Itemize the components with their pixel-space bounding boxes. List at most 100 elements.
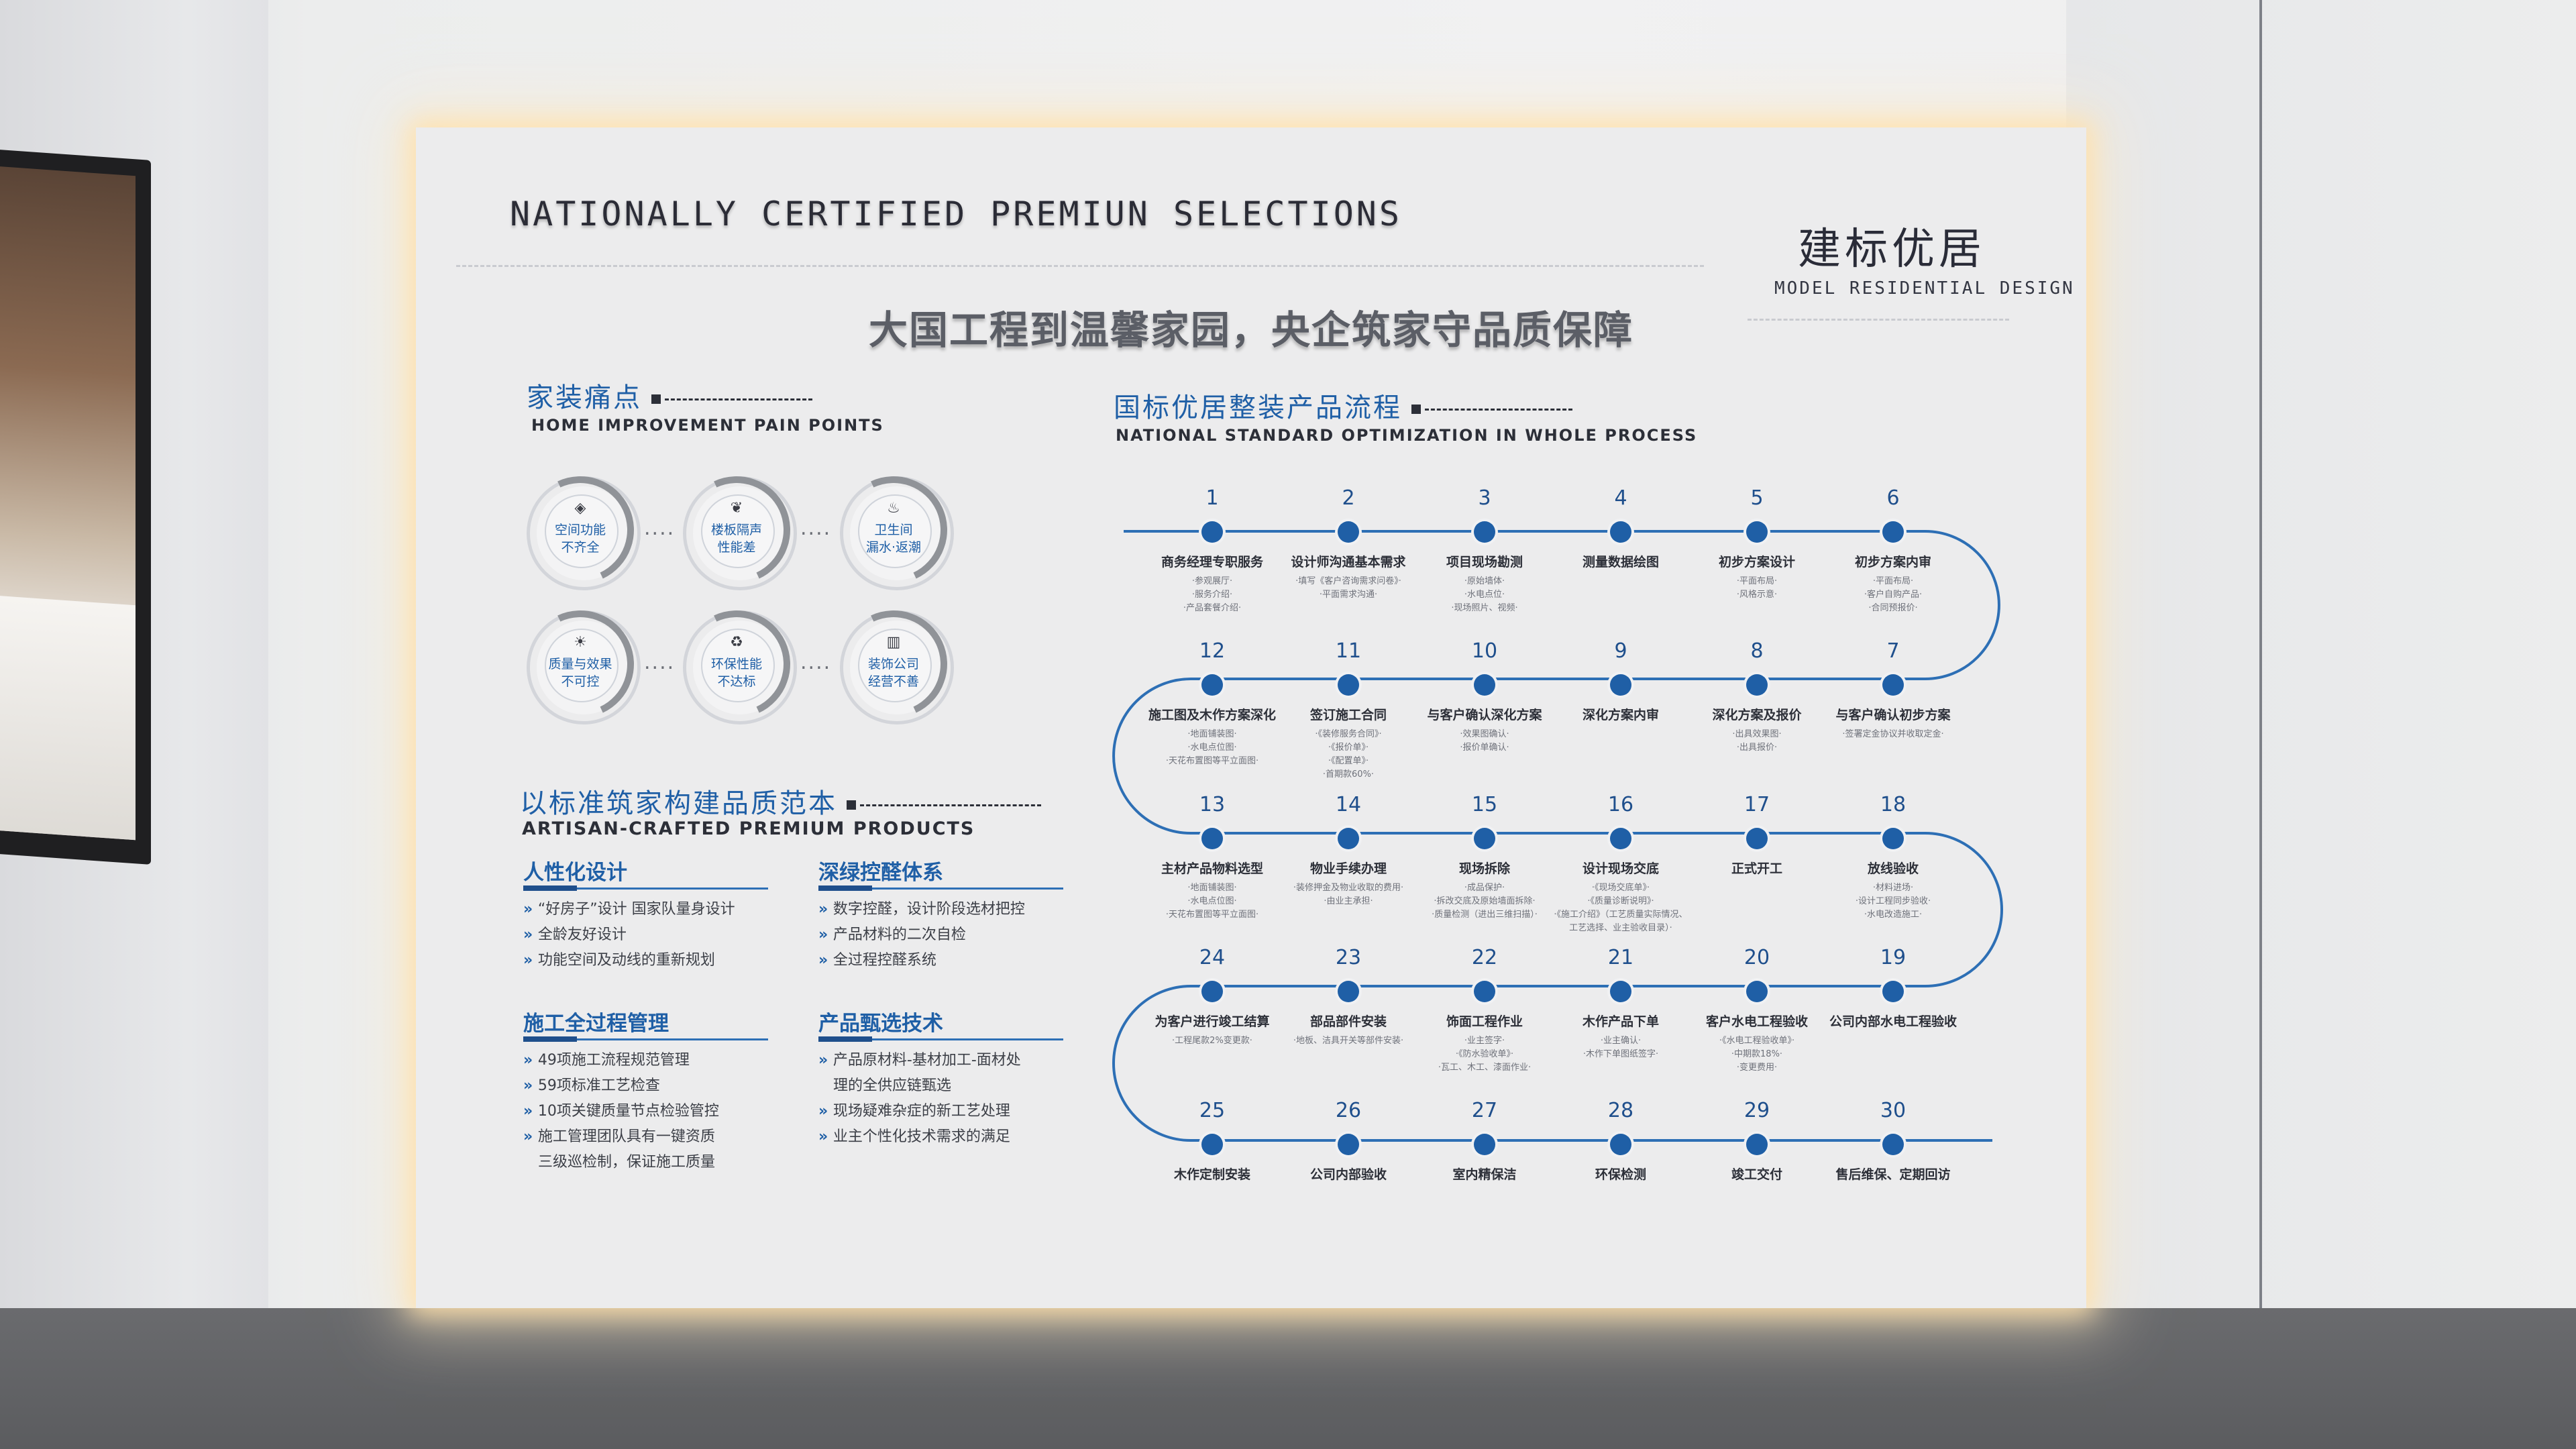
step-number: 26 — [1335, 1099, 1362, 1122]
pain-point: ◈空间功能不齐全 — [511, 461, 649, 599]
pain-point: ▥装饰公司经营不善 — [824, 595, 963, 733]
step-dot — [1201, 1134, 1223, 1155]
pain-section-title: 家装痛点 — [527, 376, 812, 415]
pain-label-line1: 卫生间 — [874, 523, 913, 537]
step-dot — [1746, 828, 1768, 849]
step-details: ·《现场交底单》··《质量诊断说明》··《施工介绍》（工艺质量实际情况、工艺选择… — [1527, 881, 1715, 935]
step-number: 22 — [1471, 946, 1498, 969]
pain-connector-dots: .... — [800, 517, 832, 540]
step-name: 施工图及木作方案深化 — [1148, 708, 1276, 722]
step-detail-line: ·拆改交底及原始墙面拆除· — [1434, 896, 1536, 906]
step-details: ·填写《客户咨询需求问卷》··平面需求沟通· — [1254, 575, 1442, 602]
pain-label-line2: 不可控 — [561, 674, 600, 689]
process-section-title: 国标优居整装产品流程 — [1114, 386, 1572, 425]
pain-label-line1: 环保性能 — [710, 657, 762, 672]
inner-ring — [545, 629, 619, 702]
pain-connector-dots: .... — [800, 651, 832, 674]
step-detail-line: ·木作下单图纸签字· — [1582, 1049, 1659, 1059]
step-dot — [1474, 828, 1495, 849]
step-name: 饰面工程作业 — [1446, 1014, 1523, 1029]
step-name: 签订施工合同 — [1309, 708, 1387, 722]
pain-section-subtitle: HOME IMPROVEMENT PAIN POINTS — [531, 416, 884, 435]
step-detail-line: ·客户自购产品· — [1864, 590, 1923, 600]
inner-ring — [701, 494, 775, 568]
step-detail-line: ·设计工程同步验收· — [1855, 896, 1931, 906]
leaf-icon: ❦ — [730, 500, 743, 517]
step-name: 环保检测 — [1595, 1167, 1646, 1182]
step-dot — [1610, 828, 1631, 849]
step-detail-line: ·效果图确认· — [1460, 729, 1509, 739]
step-details: ·装修押金及物业收取的费用··由业主承担· — [1254, 881, 1442, 908]
pain-label: 卫生间漏水·返潮 — [843, 521, 944, 556]
step-dot — [1338, 521, 1359, 543]
step-details: ·《水电工程验收单》··中期款18%··变更费用· — [1663, 1034, 1851, 1075]
step-number: 15 — [1471, 793, 1498, 816]
pain-label: 环保性能不达标 — [686, 655, 787, 690]
step-number: 13 — [1199, 793, 1226, 816]
step-details: ·平面布局··客户自购产品··合同预报价· — [1799, 575, 1987, 615]
feature-item: 59项标准工艺检查 — [523, 1073, 719, 1099]
step-name: 主材产品物料选型 — [1161, 861, 1263, 876]
feature-title: 深绿控醛体系 — [818, 861, 943, 885]
step-name: 深化方案内审 — [1582, 708, 1659, 722]
step-detail-line: ·水电点位图· — [1187, 743, 1237, 753]
step-name: 放线验收 — [1867, 861, 1919, 876]
step-detail-line: ·质量检测（进出三维扫描）· — [1432, 910, 1538, 920]
pain-label: 楼板隔声性能差 — [686, 521, 787, 556]
step-details: ·效果图确认· ·报价单确认· — [1391, 728, 1578, 755]
step-details: ·《装修服务合同》··《报价单》··《配置单》··首期款60%· — [1254, 728, 1442, 782]
step-name: 客户水电工程验收 — [1705, 1014, 1808, 1029]
feature-item: 功能空间及动线的重新规划 — [523, 948, 735, 973]
pain-title-text: 家装痛点 — [527, 382, 642, 413]
step-name: 设计现场交底 — [1582, 861, 1659, 876]
step-detail-line: ·《现场交底单》· — [1591, 883, 1650, 893]
feature-item: 全龄友好设计 — [523, 922, 735, 948]
title-divider — [456, 265, 1704, 267]
step-name: 与客户确认初步方案 — [1835, 708, 1951, 722]
step-detail-line: ·平面布局· — [1736, 576, 1778, 586]
step-details: ·地面铺装图··水电点位图··天花布置图等平立面图· — [1118, 728, 1306, 768]
step-number: 6 — [1886, 486, 1900, 510]
pain-label-line2: 性能差 — [717, 540, 756, 555]
step-name: 竣工交付 — [1731, 1167, 1782, 1182]
pain-label-line2: 经营不善 — [867, 674, 919, 689]
step-name: 公司内部验收 — [1309, 1167, 1387, 1182]
feature-item: 全过程控醛系统 — [818, 948, 1025, 973]
pain-label-line1: 装饰公司 — [867, 657, 919, 672]
step-dot — [1610, 521, 1631, 543]
step-detail-line: ·出具效果图· — [1732, 729, 1782, 739]
step-number: 24 — [1199, 946, 1226, 969]
step-name: 公司内部水电工程验收 — [1829, 1014, 1957, 1029]
step-detail-line: ·工程尾款2%变更款· — [1172, 1036, 1252, 1046]
step-detail-line: ·首期款60%· — [1322, 769, 1375, 780]
feature-item: 现场疑难杂症的新工艺处理 — [818, 1099, 1021, 1124]
step-number: 28 — [1607, 1099, 1634, 1122]
underline-accent — [523, 1036, 577, 1042]
step-detail-line: ·中期款18%· — [1731, 1049, 1783, 1059]
feature-list: 数字控醛，设计阶段选材把控产品材料的二次自检全过程控醛系统 — [818, 897, 1025, 973]
cube-icon: ◈ — [574, 500, 586, 517]
dash-line — [1425, 408, 1572, 411]
step-number: 11 — [1335, 639, 1362, 663]
step-detail-line: ·报价单确认· — [1460, 743, 1509, 753]
feature-item: 49项施工流程规范管理 — [523, 1048, 719, 1073]
brand-divider — [1748, 319, 2009, 321]
step-dot — [1474, 521, 1495, 543]
pain-label-line2: 不齐全 — [561, 540, 600, 555]
step-number: 30 — [1880, 1099, 1907, 1122]
step-detail-line: ·业主确认· — [1600, 1036, 1642, 1046]
underline-accent — [523, 885, 577, 891]
step-detail-line: ·成品保护· — [1464, 883, 1505, 893]
inner-ring — [701, 629, 775, 702]
step-detail-line: ·地板、洁具开关等部件安装· — [1293, 1036, 1404, 1046]
step-number: 17 — [1743, 793, 1770, 816]
